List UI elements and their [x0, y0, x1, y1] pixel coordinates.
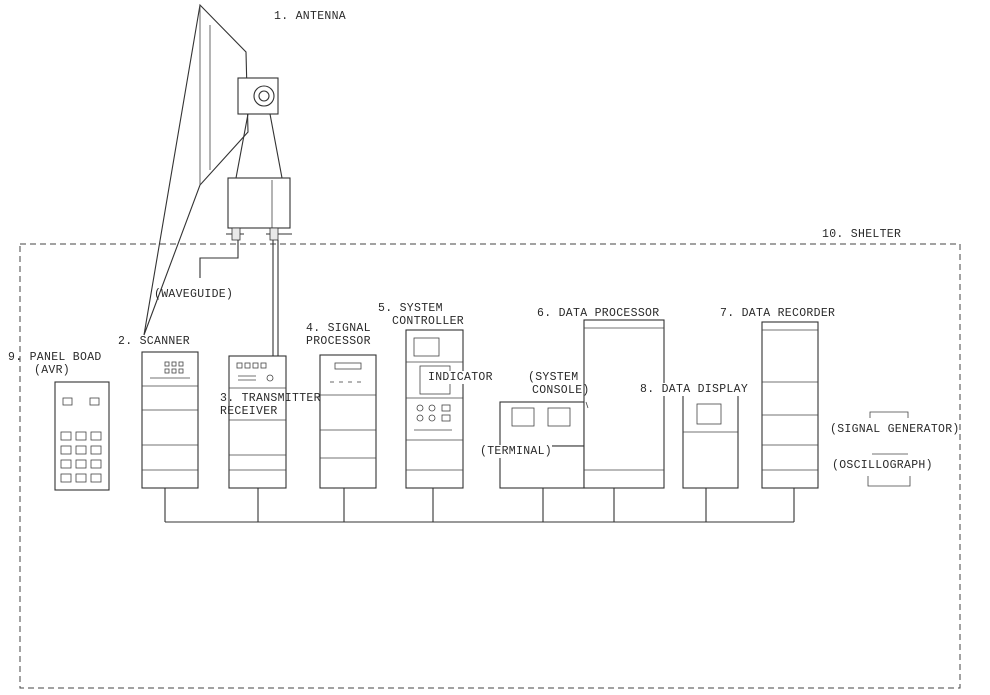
system-controller-label-line1: 5. SYSTEM [378, 302, 443, 315]
scanner [141, 351, 199, 489]
system-controller-label-line2: CONTROLLER [392, 315, 465, 328]
waveguide-label: (WAVEGUIDE) [154, 288, 234, 301]
system-console-label-line1: (SYSTEM [528, 371, 579, 384]
panel-board [54, 381, 110, 491]
signal-generator-label: (SIGNAL GENERATOR) [830, 423, 960, 436]
transmitter-label-line1: 3. TRANSMITTER [220, 392, 321, 405]
panel-board-label-line1: 9. PANEL BOAD [8, 351, 102, 364]
waveguide [199, 240, 279, 358]
data-processor [583, 319, 665, 489]
signal-processor-label-line2: PROCESSOR [306, 335, 371, 348]
data-recorder-label: 7. DATA RECORDER [720, 307, 836, 320]
signal-generator-oscillograph [867, 411, 911, 487]
panel-board-label-line2: (AVR) [34, 364, 71, 377]
scanner-label: 2. SCANNER [118, 335, 191, 348]
oscillograph-label: (OSCILLOGRAPH) [832, 459, 933, 472]
system-controller [405, 329, 464, 489]
terminal [499, 401, 585, 489]
transmitter-receiver [228, 355, 287, 489]
indicator-label: INDICATOR [428, 371, 493, 384]
shelter-label: 10. SHELTER [822, 228, 902, 241]
data-recorder [761, 321, 819, 489]
antenna [143, 3, 292, 336]
signal-processor-label-line1: 4. SIGNAL [306, 322, 371, 335]
shelter-boundary [19, 243, 961, 689]
signal-processor [319, 354, 377, 489]
data-display [682, 393, 739, 489]
system-console-label-line2: CONSOLE) [532, 384, 590, 397]
bus-lines [164, 396, 795, 523]
data-processor-label: 6. DATA PROCESSOR [537, 307, 660, 320]
transmitter-label-line2: RECEIVER [220, 405, 278, 418]
terminal-label: (TERMINAL) [480, 445, 553, 458]
data-display-label: 8. DATA DISPLAY [640, 383, 749, 396]
antenna-label: 1. ANTENNA [274, 10, 347, 23]
